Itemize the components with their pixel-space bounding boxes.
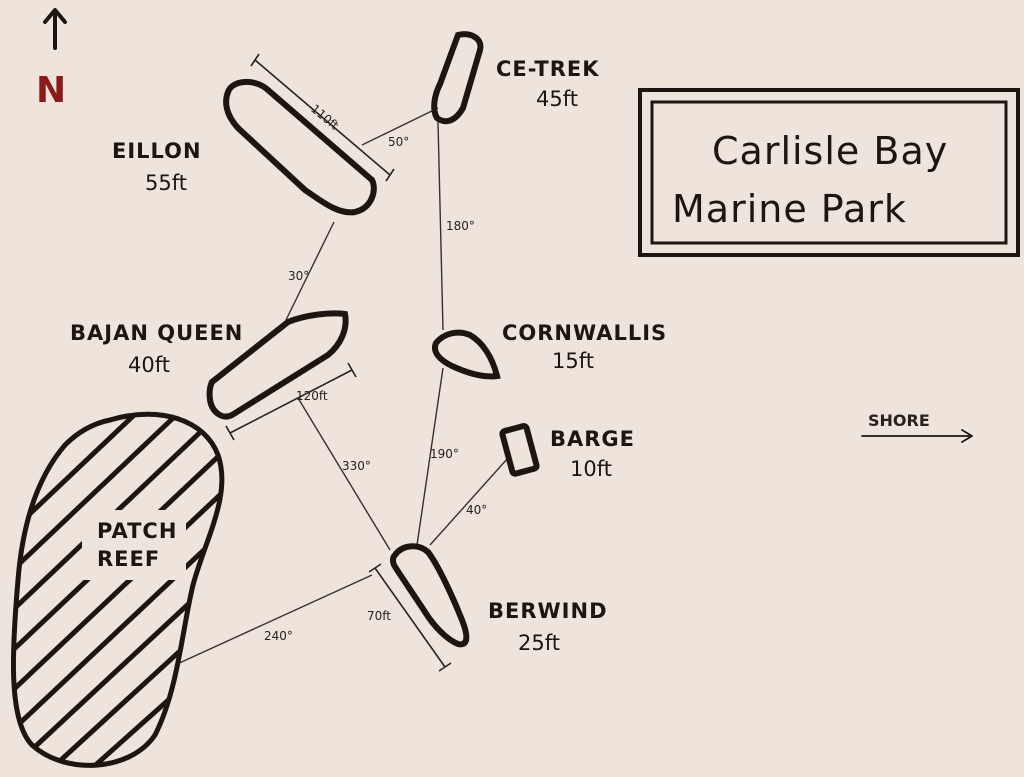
wreck-berwind-name: BERWIND [488, 599, 608, 623]
bearing-bajanqueen-berwind: 330° [342, 459, 371, 473]
wreck-barge-name: BARGE [550, 427, 635, 451]
wreck-eillon-depth: 55ft [145, 171, 187, 195]
wreck-bajanqueen-name: BAJAN QUEEN [70, 321, 243, 345]
shore-label: SHORE [868, 411, 930, 430]
wreck-barge-shape [499, 423, 540, 477]
wreck-barge-depth: 10ft [570, 457, 612, 481]
wreck-cetrek-depth: 45ft [536, 87, 578, 111]
wreck-eillon-shape [223, 79, 377, 216]
reef-label-backdrop [82, 510, 186, 580]
wreck-berwind-shape [389, 543, 470, 648]
length-bajanqueen: 120ft [296, 389, 328, 403]
wreck-eillon-name: EILLON [112, 139, 202, 163]
bearing-barge-berwind: 40° [466, 503, 487, 517]
north-label: N [36, 70, 66, 111]
reef-hatching [13, 414, 222, 766]
title-line-1: Carlisle Bay [712, 129, 948, 173]
bearing-eillon-cetrek: 50° [388, 135, 409, 149]
north-arrow-icon [43, 8, 67, 50]
route-berwind-reef [174, 574, 373, 666]
title-box: Carlisle Bay Marine Park [638, 88, 1020, 257]
wreck-bajanqueen-shape [206, 310, 349, 420]
dimension-eillon [254, 59, 391, 176]
title-line-2: Marine Park [672, 187, 907, 231]
dimension-lines [225, 53, 452, 672]
route-bajanqueen-berwind [297, 397, 391, 551]
bearing-eillon-bajanqueen: 30° [288, 269, 309, 283]
route-lines [174, 107, 509, 666]
route-cetrek-cornwallis [437, 121, 444, 331]
route-eillon-bajanqueen [285, 221, 335, 321]
wreck-cetrek-shape [431, 31, 484, 125]
bearing-berwind-reef: 240° [264, 629, 293, 643]
shore-arrow-icon [861, 429, 973, 443]
reef-label-line-2: REEF [97, 547, 160, 571]
bearing-cornwallis-berwind: 190° [430, 447, 459, 461]
reef-label-line-1: PATCH [97, 519, 177, 543]
wreck-cornwallis-name: CORNWALLIS [502, 321, 667, 345]
length-berwind: 70ft [367, 609, 391, 623]
dimension-bajanqueen [229, 369, 353, 434]
route-barge-berwind [429, 457, 509, 546]
wreck-bajanqueen-depth: 40ft [128, 353, 170, 377]
reef-outline [10, 411, 225, 768]
wreck-berwind-depth: 25ft [518, 631, 560, 655]
route-cornwallis-berwind [416, 367, 444, 546]
bearing-cetrek-cornwallis: 180° [446, 219, 475, 233]
wreck-cornwallis-depth: 15ft [552, 349, 594, 373]
patch-reef: PATCH REEF [10, 411, 225, 768]
wreck-cornwallis-shape [432, 329, 501, 380]
dimension-berwind [374, 567, 446, 668]
route-eillon-cetrek [361, 107, 439, 146]
wreck-cetrek-name: CE-TREK [496, 57, 600, 81]
